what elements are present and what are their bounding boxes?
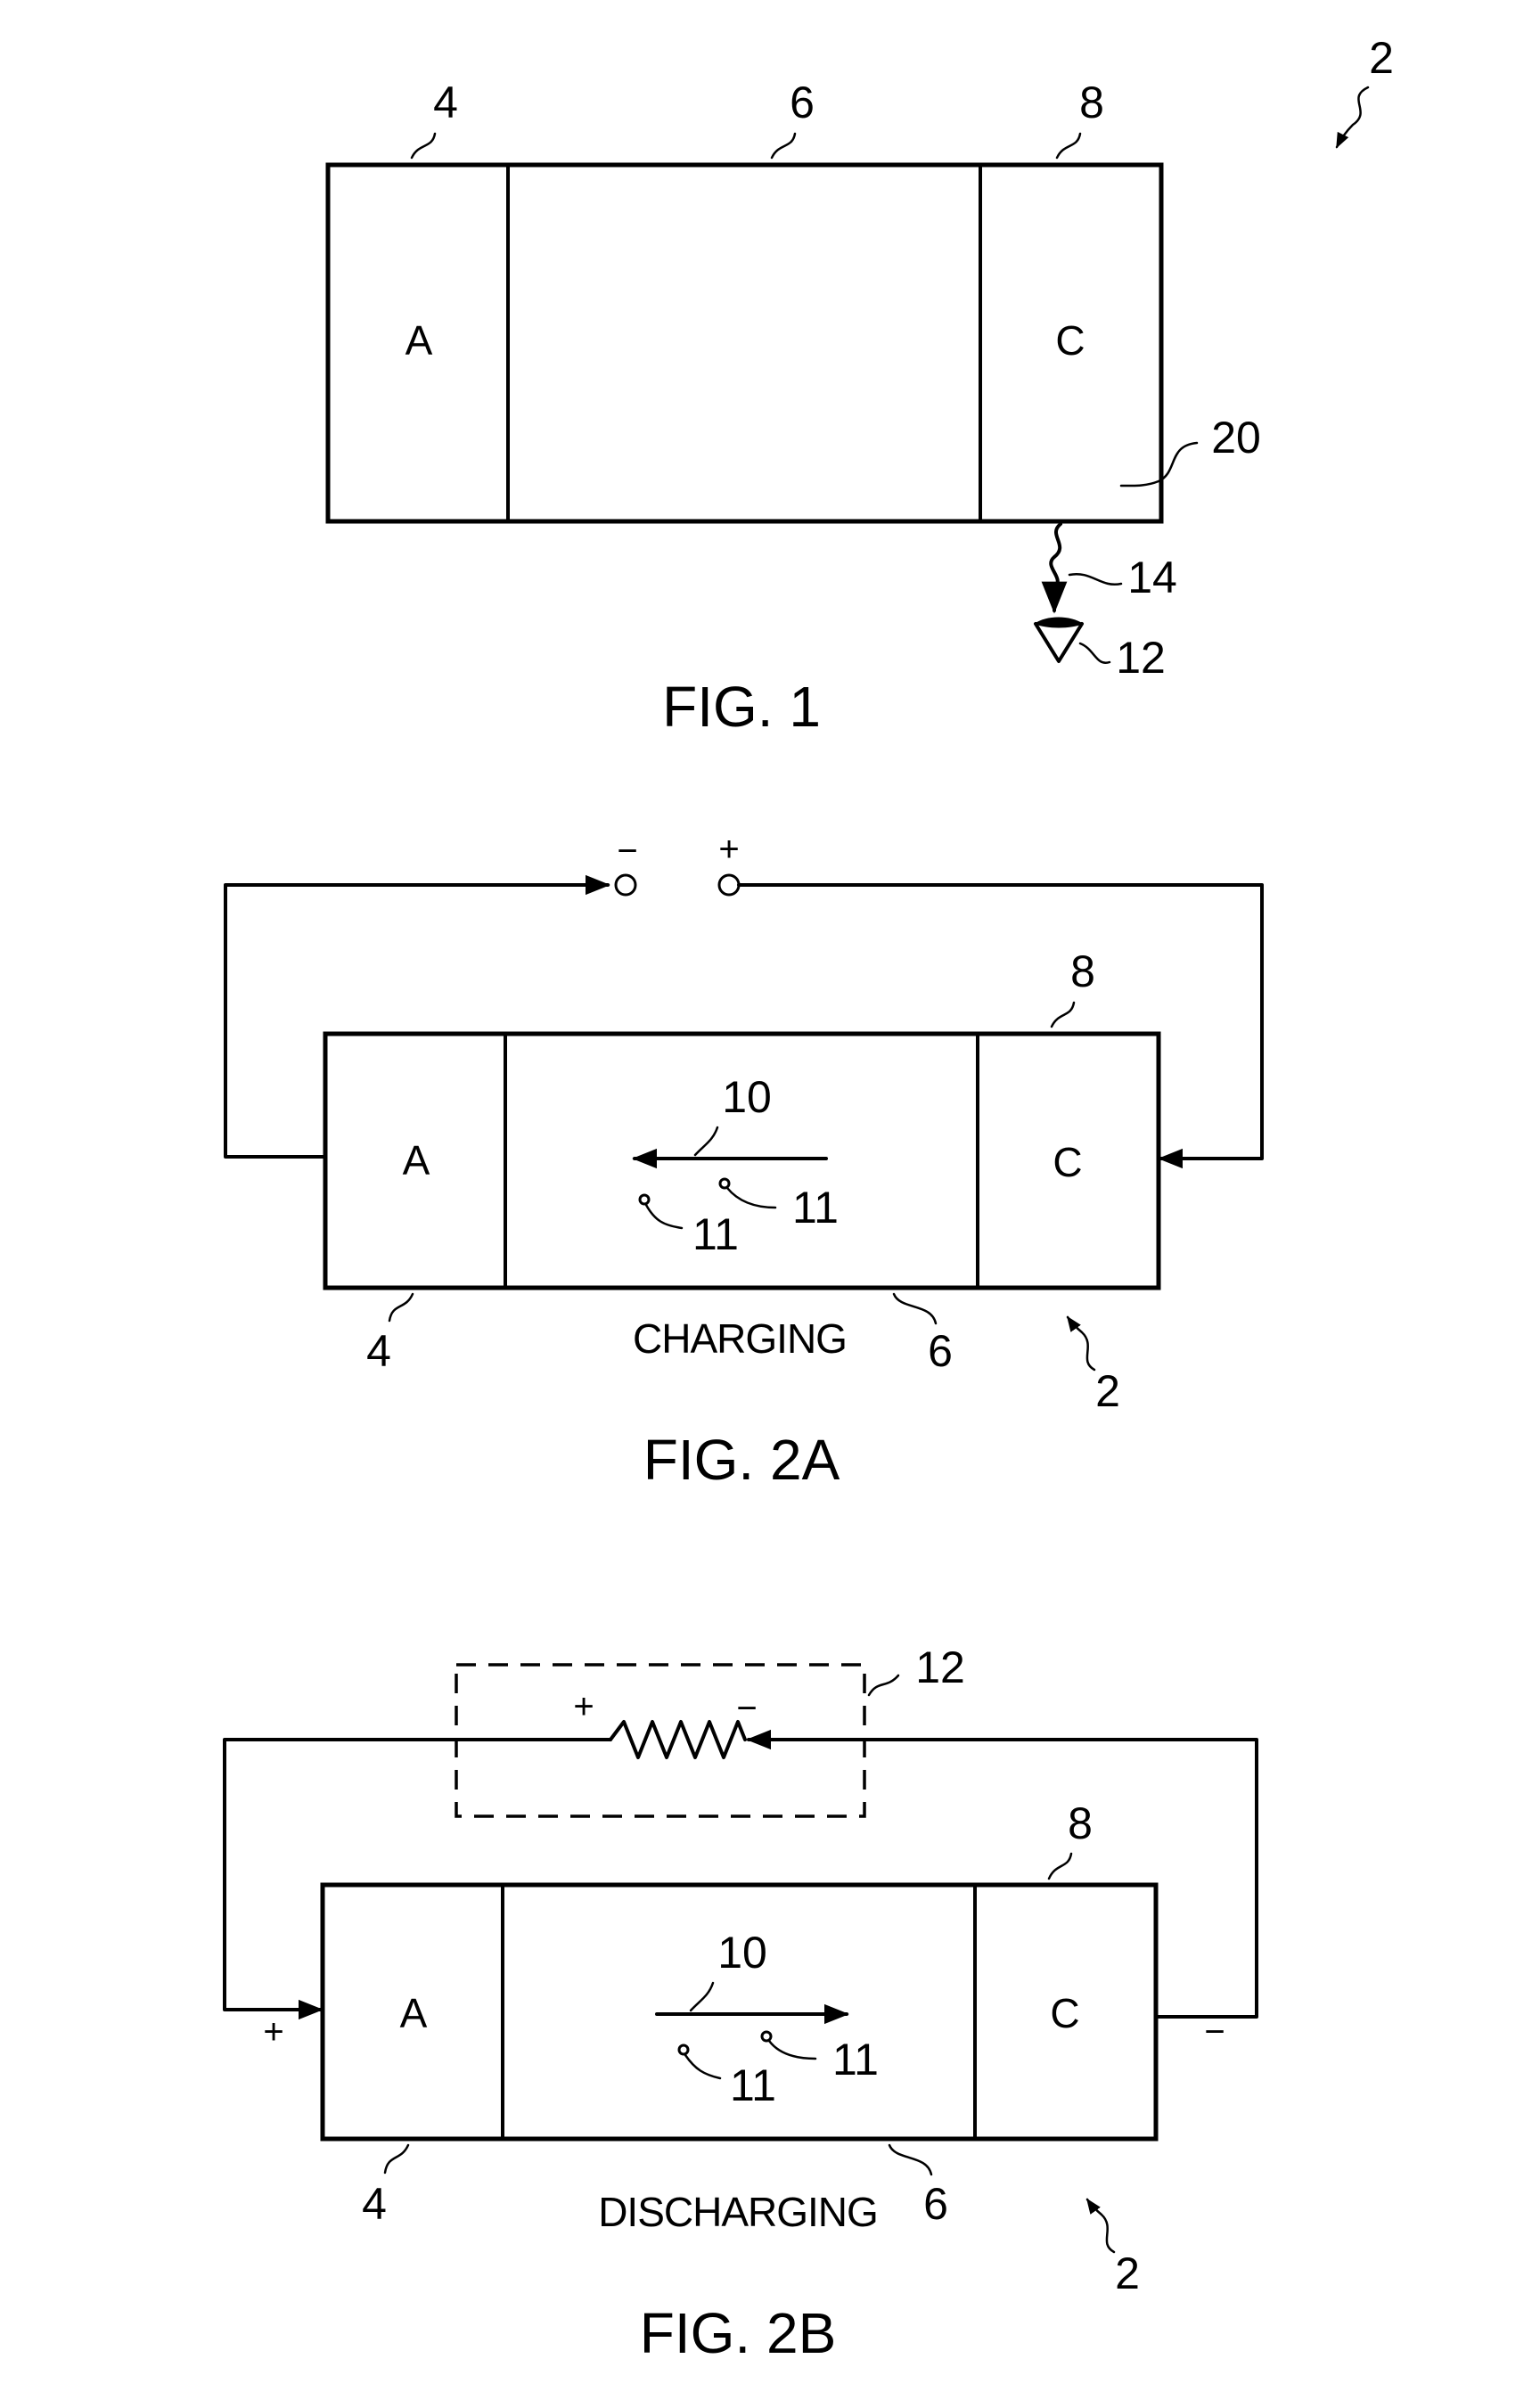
- fig2b-leader-anode: [385, 2145, 408, 2173]
- fig1-leader-device: [1337, 87, 1368, 147]
- fig2b-ref-ion-left: 11: [730, 2060, 776, 2110]
- fig2b-ref-load: 12: [915, 1642, 965, 1692]
- fig2b-cathode-label: C: [1050, 1990, 1079, 2036]
- fig2a-ref-ion-right: 11: [792, 1183, 839, 1233]
- fig2a-ion-right: [720, 1179, 729, 1188]
- fig1-leader-electrolyte: [772, 134, 795, 158]
- fig1-leader-emission: [1069, 574, 1121, 585]
- fig2b-wire-cathode-to-load: [749, 1740, 1257, 2017]
- resistor-icon: [610, 1722, 745, 1757]
- figure-2a: A C − + 10 11 11 8 4 6 2 CHARGING FIG. 2…: [225, 830, 1262, 1492]
- fig2a-wire-positive-to-cathode: [739, 885, 1262, 1159]
- fig2a-ref-anode: 4: [366, 1326, 391, 1376]
- fig2b-cathode-sign: −: [1204, 2012, 1225, 2052]
- fig2b-load-negative-sign: −: [736, 1689, 757, 1728]
- fig2b-ref-ion-flow: 10: [717, 1928, 767, 1978]
- fig2a-leader-ion-flow: [695, 1127, 717, 1155]
- fig2a-terminal-negative: [616, 875, 635, 895]
- fig2b-leader-ion-right: [769, 2041, 815, 2059]
- fig2a-ref-device: 2: [1095, 1366, 1120, 1416]
- fig2b-ref-ion-right: 11: [832, 2035, 879, 2084]
- fig2b-load-positive-sign: +: [573, 1687, 594, 1726]
- figure-2b: A C + − + − 12 10 11 11 8 4 6 2 DISCHARG…: [225, 1642, 1257, 2365]
- fig2b-caption: FIG. 2B: [640, 2301, 837, 2365]
- figure-1: A C 4 6 8 2 20 14 12 FIG. 1: [328, 33, 1394, 739]
- fig2b-anode-sign: +: [263, 2012, 283, 2052]
- fig2a-leader-anode: [389, 1294, 413, 1321]
- fig2b-ref-anode: 4: [362, 2179, 387, 2229]
- fig2a-leader-ion-left: [646, 1205, 682, 1228]
- fig2b-leader-cathode: [1049, 1854, 1071, 1879]
- fig2a-leader-electrolyte: [894, 1294, 936, 1323]
- fig2a-ion-left: [640, 1195, 649, 1204]
- fig1-ref-electrolyte: 6: [790, 78, 815, 127]
- fig2a-leader-cathode: [1052, 1003, 1074, 1027]
- fig2a-caption: FIG. 2A: [643, 1428, 840, 1492]
- fig2a-state-label: CHARGING: [633, 1315, 847, 1362]
- fig2b-wire-load-to-anode: [225, 1740, 610, 2010]
- fig2a-terminal-positive: [719, 875, 739, 895]
- fig2b-leader-load: [869, 1675, 898, 1695]
- fig1-leader-observer: [1080, 643, 1110, 663]
- fig2a-ref-cathode: 8: [1070, 946, 1095, 996]
- fig2b-ion-left: [679, 2045, 688, 2054]
- fig1-ref-emission: 14: [1127, 553, 1177, 602]
- fig1-cathode-label: C: [1055, 317, 1085, 364]
- fig1-emission-arrow: [1051, 524, 1061, 610]
- fig2a-anode-label: A: [403, 1137, 430, 1184]
- fig1-ref-observer: 12: [1116, 633, 1166, 683]
- fig1-cell-outline: [328, 165, 1161, 521]
- fig2b-anode-label: A: [400, 1990, 428, 2036]
- fig2b-ref-electrolyte: 6: [923, 2179, 948, 2229]
- fig1-ref-cathode: 8: [1079, 78, 1104, 127]
- fig2a-wire-anode-to-negative: [225, 885, 608, 1157]
- fig1-caption: FIG. 1: [662, 675, 821, 739]
- fig2a-ref-electrolyte: 6: [928, 1326, 953, 1376]
- fig2a-terminal-positive-sign: +: [718, 830, 739, 869]
- fig2a-cathode-label: C: [1053, 1139, 1082, 1185]
- fig1-ref-device: 2: [1369, 33, 1394, 83]
- fig2a-leader-ion-right: [727, 1188, 775, 1208]
- fig1-leader-cathode: [1057, 134, 1080, 158]
- fig2a-ref-ion-left: 11: [692, 1209, 739, 1259]
- fig1-ref-surface: 20: [1211, 413, 1261, 463]
- fig1-ref-anode: 4: [433, 78, 458, 127]
- fig2b-leader-ion-flow: [691, 1983, 713, 2011]
- fig2b-leader-ion-left: [685, 2055, 720, 2078]
- fig2a-terminal-negative-sign: −: [617, 831, 637, 871]
- fig2a-ref-ion-flow: 10: [722, 1072, 772, 1122]
- fig1-leader-anode: [412, 134, 435, 158]
- fig2b-ref-cathode: 8: [1068, 1798, 1093, 1848]
- fig2b-leader-device: [1087, 2199, 1114, 2252]
- fig2a-leader-device: [1068, 1317, 1094, 1370]
- eye-icon: [1034, 618, 1084, 662]
- fig2b-ref-device: 2: [1115, 2248, 1140, 2298]
- fig2b-state-label: DISCHARGING: [598, 2189, 878, 2235]
- fig2b-ion-right: [762, 2032, 771, 2041]
- fig2b-leader-electrolyte: [889, 2145, 931, 2175]
- fig1-anode-label: A: [405, 317, 433, 364]
